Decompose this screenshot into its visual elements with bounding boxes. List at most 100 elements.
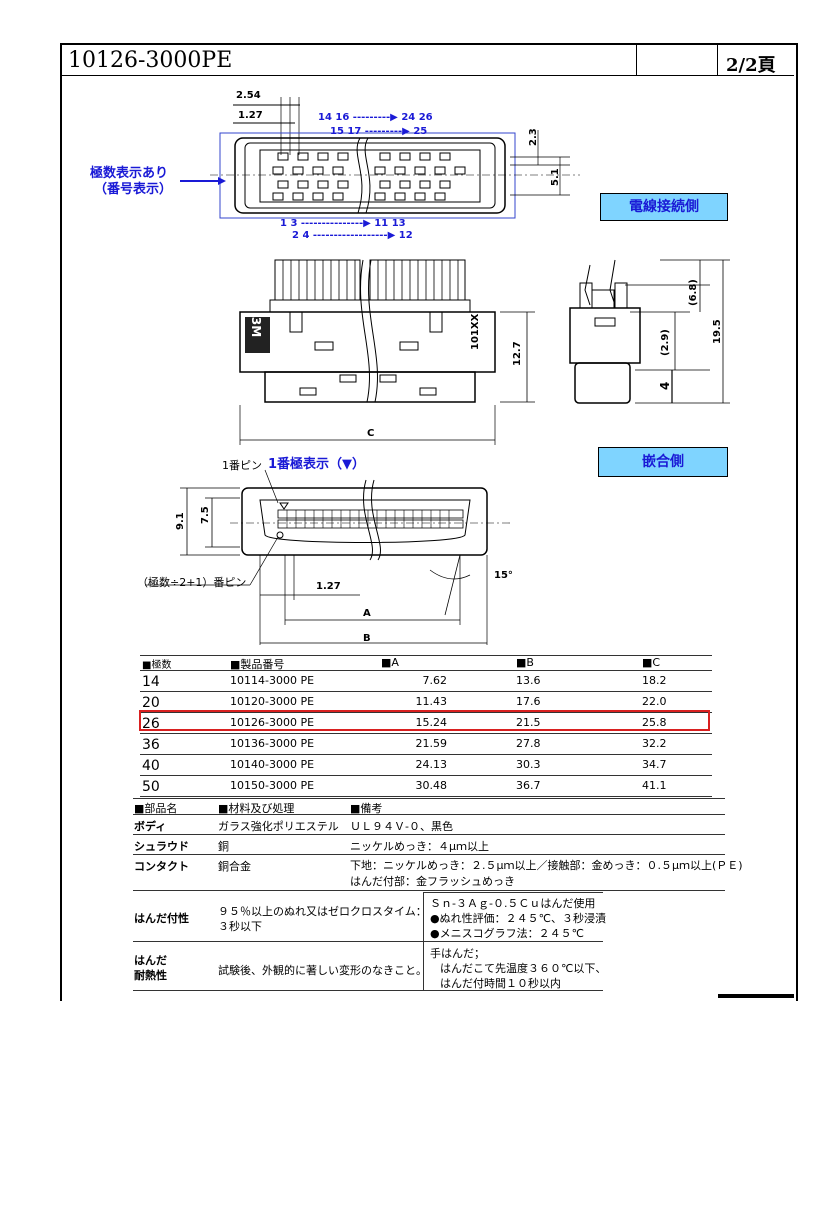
cell-c: 18.2 (642, 674, 667, 687)
cell-c: 32.2 (642, 737, 667, 750)
cell-poles: 14 (142, 674, 160, 690)
front-view-drawing (239, 259, 535, 445)
cell-c: 41.1 (642, 779, 667, 792)
header-poles: ■極数 (142, 660, 172, 671)
dim-9-1: 9.1 (175, 512, 186, 530)
mat-note-contact-1: 下地：ニッケルめっき：２.５μｍ以上／接触部：金めっき：０.５μｍ以上(ＰＥ) (350, 859, 743, 872)
cell-b: 27.8 (516, 737, 541, 750)
mat-header-note: ■備考 (350, 802, 383, 815)
mat-note-shroud: ニッケルめっき：４μｍ以上 (350, 840, 489, 853)
cell-b: 21.5 (516, 716, 541, 729)
title-block: 10126-3000PE 2/2頁 (60, 43, 796, 77)
heat-note-2: はんだこて先温度３６０℃以下、 (440, 962, 607, 975)
header-part-number: ■製品番号 (230, 658, 285, 671)
dimension-table: ■極数 ■製品番号 ■A ■B ■C 14 10114-3000 PE 7.62… (140, 655, 712, 797)
solder-condition-1: ９５％以上のぬれ又はゼロクロスタイム： (218, 905, 427, 918)
cell-part-number: 10136-3000 PE (230, 737, 315, 750)
drawing-frame (60, 43, 798, 1001)
heat-rule-bottom (133, 990, 603, 991)
solder-note-3: ●メニスコグラフ法：２４５℃ (430, 927, 584, 940)
mat-material-shroud: 銅 (218, 840, 229, 853)
cell-part-number: 10150-3000 PE (230, 779, 315, 792)
top-view-drawing (180, 97, 580, 219)
heat-label-2: 耐熱性 (134, 969, 167, 982)
header-b: ■B (516, 656, 534, 669)
heat-condition: 試験後、外観的に著しい変形のなきこと。 (218, 964, 427, 977)
pin-numbers-top-row1: 14 16 ---------▶ 24 26 (318, 112, 433, 123)
title-cell: 10126-3000PE (62, 45, 637, 76)
mating-view-drawing (145, 469, 510, 645)
mat-rule-2 (133, 854, 725, 855)
cell-part-number: 10120-3000 PE (230, 695, 315, 708)
dim-1-27-top: 1.27 (238, 110, 263, 121)
mat-part-contact: コンタクト (134, 860, 189, 873)
mat-part-shroud: シュラウド (134, 840, 189, 853)
heat-note-3: はんだ付時間１０秒以内 (440, 977, 561, 990)
header-c: ■C (642, 656, 661, 669)
side-view-drawing (569, 259, 730, 404)
cell-b: 17.6 (516, 695, 541, 708)
selected-row-highlight (139, 710, 710, 731)
brand-logo: 3M (249, 316, 264, 338)
mat-material-body: ガラス強化ポリエステル (218, 820, 339, 833)
header-a: ■A (381, 656, 399, 669)
table-row: 36 10136-3000 PE 21.59 27.8 32.2 (140, 734, 712, 755)
mat-note-body: ＵＬ９４Ｖ-０、黒色 (350, 820, 453, 833)
mat-rule-header (133, 814, 725, 815)
dim-19-5: 19.5 (712, 319, 723, 344)
solder-rule-top (423, 892, 603, 893)
dim-2-9: (2.9) (660, 329, 671, 356)
heat-label-1: はんだ (134, 954, 167, 967)
mat-rule-top (133, 798, 725, 799)
title-blank-cell (637, 45, 718, 76)
pin-numbers-bottom-row1: 1 3 ---------------▶ 11 13 (280, 218, 406, 229)
cell-b: 36.7 (516, 779, 541, 792)
table-header: ■極数 ■製品番号 ■A ■B ■C (140, 655, 712, 671)
solder-condition-2: ３秒以下 (218, 920, 262, 933)
pin-numbers-bottom-row2: 2 4 ------------------▶ 12 (292, 230, 413, 241)
cell-part-number: 10114-3000 PE (230, 674, 315, 687)
solder-note-2: ●ぬれ性評価：２４５℃、３秒浸漬 (430, 912, 606, 925)
dim-7-5: 7.5 (200, 506, 211, 524)
cell-poles: 40 (142, 758, 160, 774)
pin1-label: 1番ピン (222, 459, 262, 472)
wire-side-label: 電線接続側 (600, 193, 728, 221)
dim-4: 4 (658, 381, 672, 390)
cell-poles: 26 (142, 716, 160, 732)
part-marking: 101XX (470, 313, 481, 350)
mat-header-material: ■材料及び処理 (218, 802, 295, 815)
frame-corner-bar (718, 994, 794, 998)
cell-part-number: 10126-3000 PE (230, 716, 315, 729)
page-cell: 2/2頁 (718, 45, 794, 76)
mat-material-contact: 銅合金 (218, 860, 251, 873)
cell-a: 11.43 (415, 695, 448, 708)
table-row-selected: 26 10126-3000 PE 15.24 21.5 25.8 (140, 713, 712, 734)
dim-2-3: 2.3 (528, 128, 539, 146)
mat-part-body: ボディ (134, 820, 167, 833)
cell-poles: 36 (142, 737, 160, 753)
cell-a: 21.59 (415, 737, 448, 750)
table-row: 40 10140-3000 PE 24.13 30.3 34.7 (140, 755, 712, 776)
solder-note-1: Ｓｎ-３Ａｇ-０.５Ｃｕはんだ使用 (430, 897, 596, 910)
mat-header-part: ■部品名 (134, 802, 178, 815)
cell-c: 34.7 (642, 758, 667, 771)
page-number: 2/2頁 (726, 55, 776, 76)
pin1-mark-label: 1番極表示（▼） (268, 457, 366, 472)
table-row: 14 10114-3000 PE 7.62 13.6 18.2 (140, 671, 712, 692)
dim-a: A (363, 608, 371, 619)
cell-poles: 50 (142, 779, 160, 795)
half-pin-label: （極数÷2+1）番ピン (137, 576, 247, 589)
cell-c: 22.0 (642, 695, 667, 708)
cell-part-number: 10140-3000 PE (230, 758, 315, 771)
heat-divider (423, 941, 424, 990)
heat-note-1: 手はんだ； (430, 947, 485, 960)
cell-b: 13.6 (516, 674, 541, 687)
angle-label: 15° (494, 570, 513, 581)
solder-divider (423, 892, 424, 941)
mat-note-contact-2: はんだ付部：金フラッシュめっき (350, 875, 515, 888)
table-row: 50 10150-3000 PE 30.48 36.7 41.1 (140, 776, 712, 797)
cell-a: 30.48 (415, 779, 448, 792)
cell-c: 25.8 (642, 716, 667, 729)
cell-a: 7.62 (422, 674, 448, 687)
cell-poles: 20 (142, 695, 160, 711)
